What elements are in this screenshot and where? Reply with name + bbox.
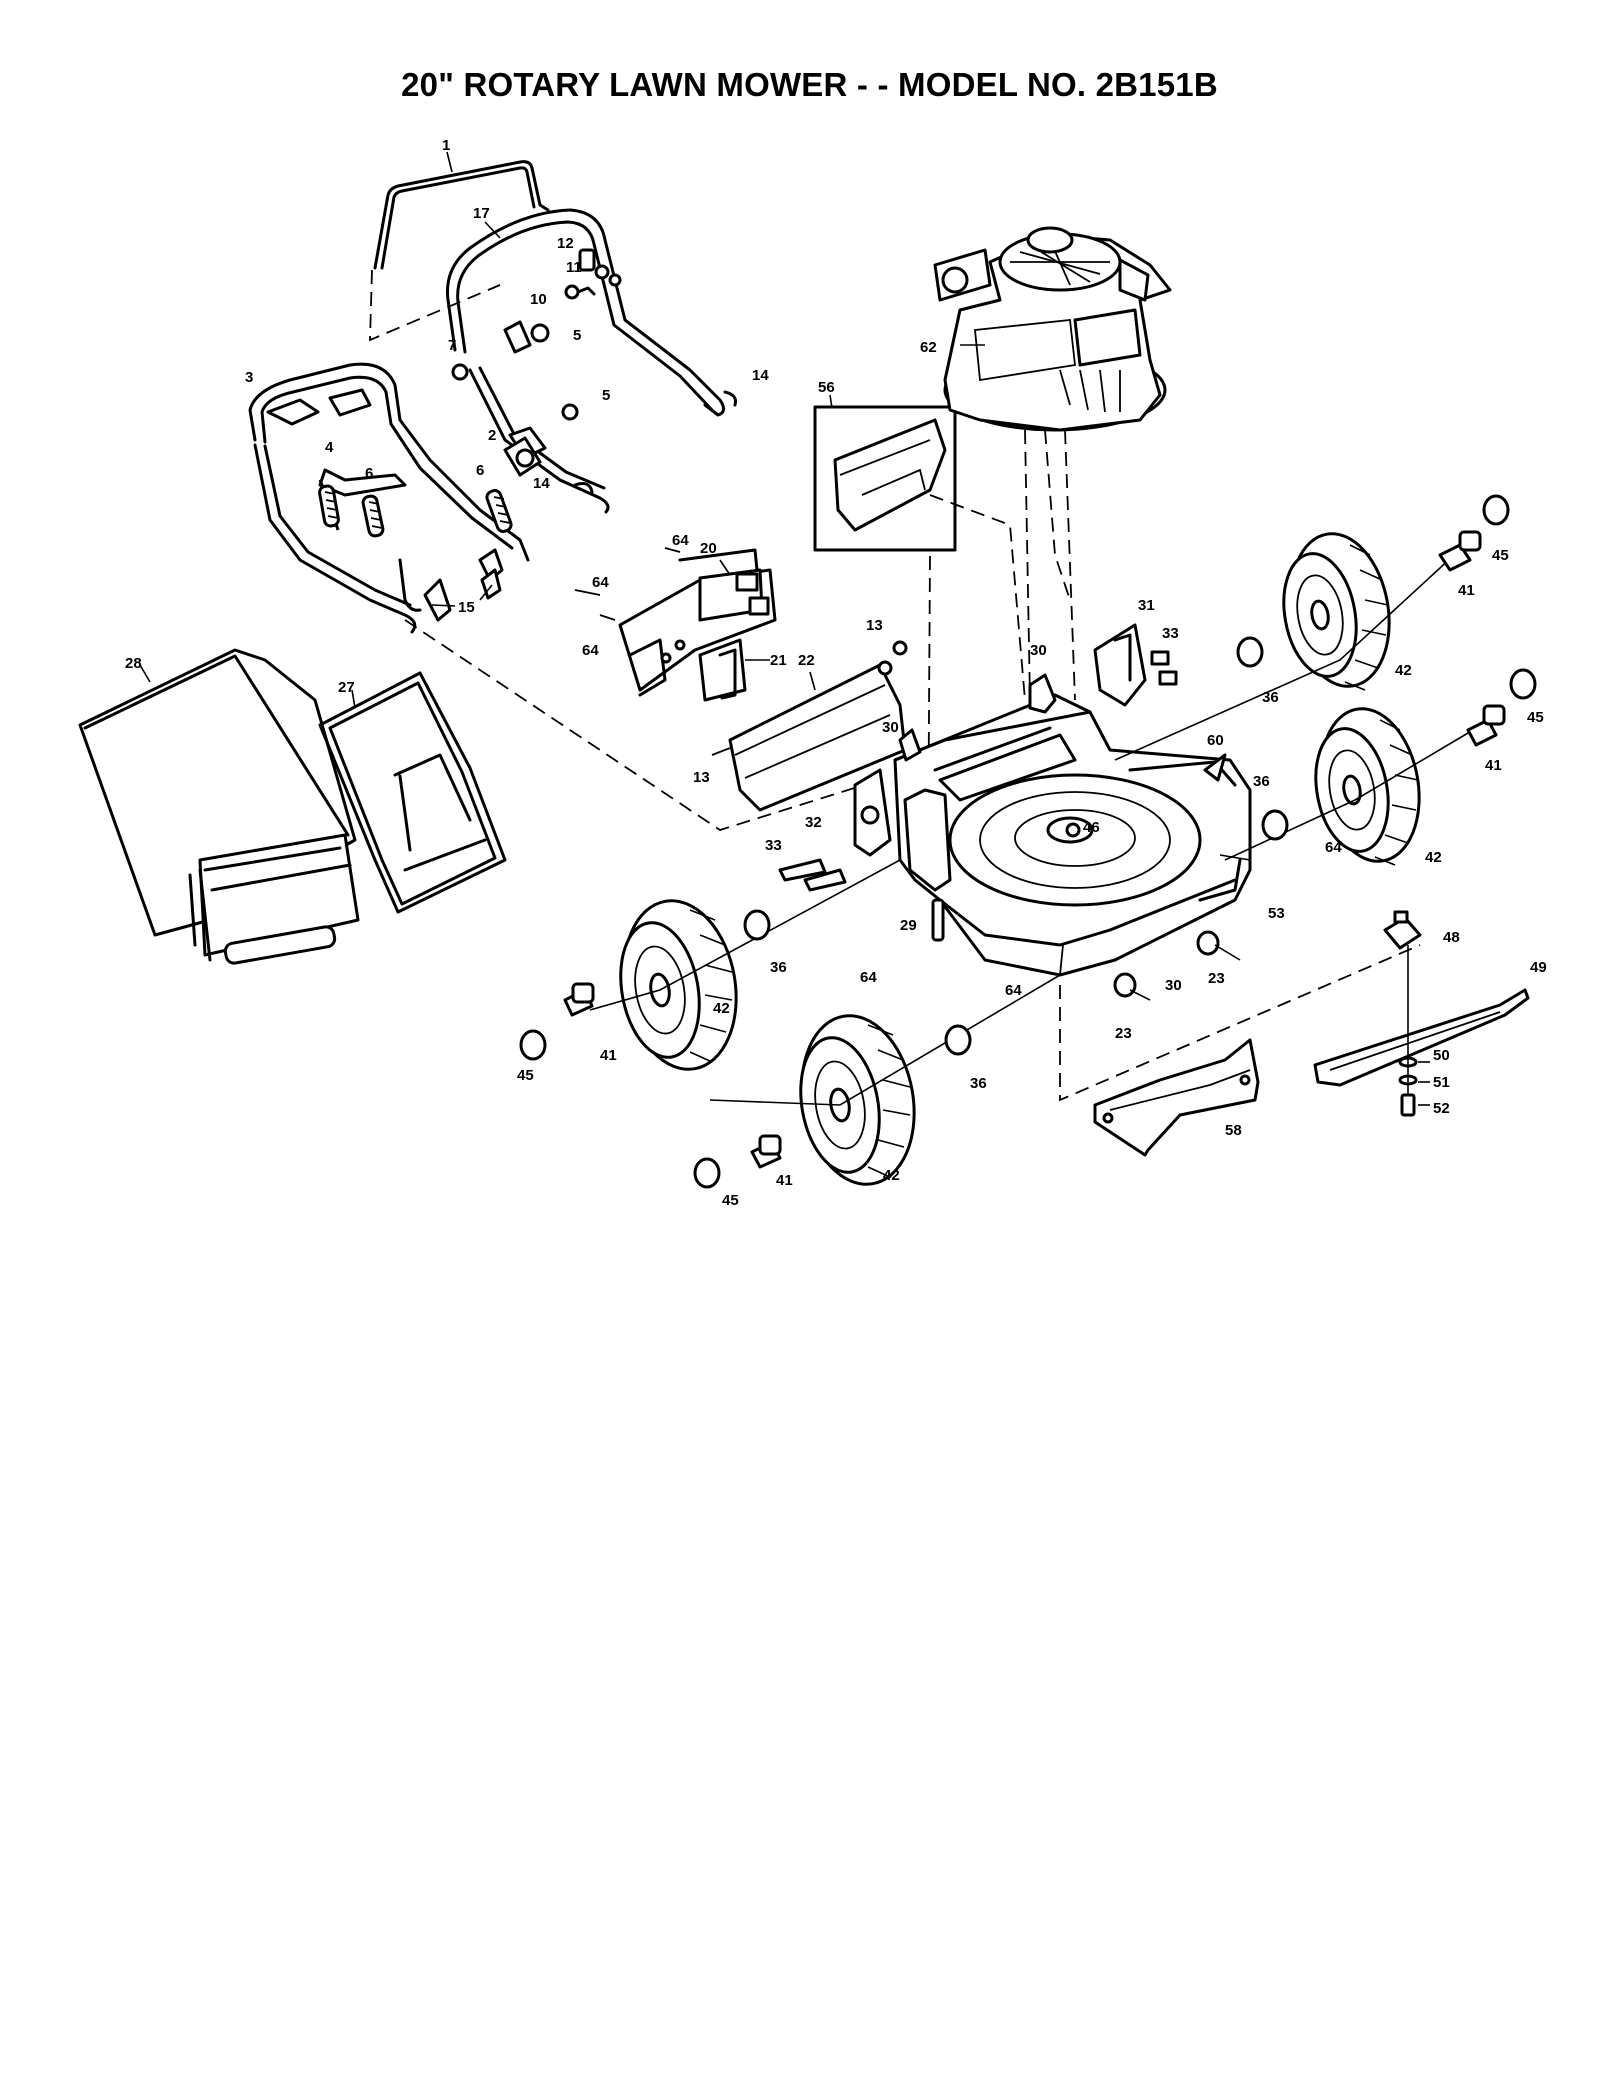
callout-45d: 45 xyxy=(722,1192,739,1209)
callout-27: 27 xyxy=(338,679,355,696)
callout-52: 52 xyxy=(1433,1100,1450,1117)
callout-42: 42 xyxy=(1395,662,1412,679)
callout-13b: 13 xyxy=(693,769,710,786)
callout-15: 15 xyxy=(458,599,475,616)
callout-41d: 41 xyxy=(776,1172,793,1189)
callout-50: 50 xyxy=(1433,1047,1450,1064)
callout-6b: 6 xyxy=(476,462,484,479)
callout-64e: 64 xyxy=(860,969,877,986)
wheel-hardware xyxy=(519,494,1537,1189)
wheel-front-left xyxy=(799,1014,916,1186)
callout-6: 6 xyxy=(365,465,373,482)
callout-64c: 64 xyxy=(582,642,599,659)
callout-64f: 64 xyxy=(1005,982,1022,999)
callout-53: 53 xyxy=(1268,905,1285,922)
callout-45b: 45 xyxy=(1527,709,1544,726)
callout-62: 62 xyxy=(920,339,937,356)
mower-deck xyxy=(893,693,1252,977)
wheel-rear-left xyxy=(619,899,738,1071)
discharge-deflector xyxy=(1093,1038,1260,1157)
callout-42d: 42 xyxy=(883,1167,900,1184)
handle-knobs xyxy=(318,436,542,538)
callout-46: 46 xyxy=(1083,819,1100,836)
callout-30b: 30 xyxy=(882,719,899,736)
callout-28: 28 xyxy=(125,655,142,672)
blade-assembly xyxy=(1313,910,1530,1117)
callout-4: 4 xyxy=(325,439,334,456)
callout-64: 64 xyxy=(672,532,689,549)
callout-29: 29 xyxy=(900,917,917,934)
callout-31: 31 xyxy=(1138,597,1155,614)
callout-14: 14 xyxy=(752,367,769,384)
callout-41b: 41 xyxy=(1485,757,1502,774)
wheel-rear-right xyxy=(1282,532,1391,691)
callout-11: 11 xyxy=(566,259,582,276)
callout-36b: 36 xyxy=(1253,773,1270,790)
callout-30c: 30 xyxy=(1165,977,1182,994)
callout-12: 12 xyxy=(557,235,574,252)
callout-20: 20 xyxy=(700,540,717,557)
callout-22: 22 xyxy=(798,652,815,669)
callout-51: 51 xyxy=(1433,1074,1450,1091)
deck-hardware xyxy=(778,623,1227,942)
page-title: 20" ROTARY LAWN MOWER - - MODEL NO. 2B15… xyxy=(401,66,1218,103)
engine xyxy=(933,226,1172,432)
callout-42b: 42 xyxy=(1425,849,1442,866)
handle-hardware xyxy=(451,248,737,494)
callout-48: 48 xyxy=(1443,929,1460,946)
callout-36: 36 xyxy=(1262,689,1279,706)
callout-33b: 33 xyxy=(765,837,782,854)
handle-bracket-hardware xyxy=(423,548,504,622)
inset-box xyxy=(813,394,957,552)
callout-23: 23 xyxy=(1208,970,1225,987)
callout-10: 10 xyxy=(530,291,547,308)
callout-41: 41 xyxy=(1458,582,1475,599)
callout-23b: 23 xyxy=(1115,1025,1132,1042)
lower-handle xyxy=(248,362,530,634)
callout-42c: 42 xyxy=(713,1000,730,1017)
callout-14b: 14 xyxy=(533,475,550,492)
callout-45c: 45 xyxy=(517,1067,534,1084)
callout-32: 32 xyxy=(805,814,822,831)
callout-56: 56 xyxy=(818,379,835,396)
callout-64d: 64 xyxy=(1325,839,1342,856)
grass-bag-frame xyxy=(318,671,507,914)
callout-60: 60 xyxy=(1207,732,1224,749)
rear-bracket-assembly xyxy=(574,547,777,702)
callout-45: 45 xyxy=(1492,547,1509,564)
callout-49: 49 xyxy=(1530,959,1547,976)
wheel-front-right xyxy=(1314,707,1421,866)
callout-33: 33 xyxy=(1162,625,1179,642)
callout-36c: 36 xyxy=(770,959,787,976)
upper-handle-bar xyxy=(373,151,550,270)
callout-13: 13 xyxy=(866,617,883,634)
callout-17: 17 xyxy=(473,205,490,222)
callout-64b: 64 xyxy=(592,574,609,591)
callout-30: 30 xyxy=(1030,642,1047,659)
callout-41c: 41 xyxy=(600,1047,617,1064)
callout-labels: 1 17 12 11 10 5 5 7 14 3 4 2 6 6 14 15 6… xyxy=(125,137,1547,1209)
callout-1: 1 xyxy=(442,137,450,154)
callout-7: 7 xyxy=(448,337,456,354)
upper-handle xyxy=(445,208,725,514)
grass-catcher-bag xyxy=(78,648,360,965)
callout-21: 21 xyxy=(770,652,787,669)
deck-nuts xyxy=(1113,854,1251,1001)
callout-5b: 5 xyxy=(602,387,610,404)
callout-2: 2 xyxy=(488,427,496,444)
callout-5: 5 xyxy=(573,327,581,344)
callout-36d: 36 xyxy=(970,1075,987,1092)
callout-3: 3 xyxy=(245,369,253,386)
callout-58: 58 xyxy=(1225,1122,1242,1139)
